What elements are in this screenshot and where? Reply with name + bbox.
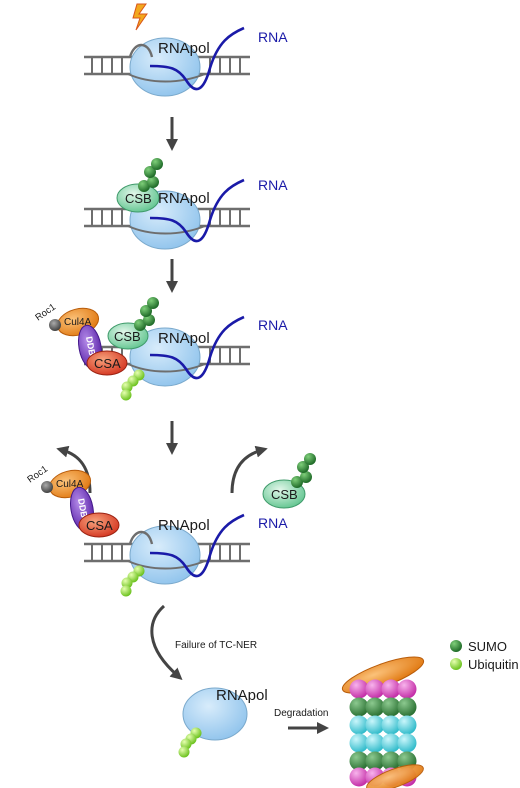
ubiquitin-chain bbox=[178, 727, 202, 758]
csa-label: CSA bbox=[94, 356, 121, 371]
rna-label: RNA bbox=[258, 317, 288, 333]
release-arrow-right bbox=[230, 445, 268, 494]
proteasome bbox=[341, 656, 425, 788]
proteasome-ring-4 bbox=[349, 733, 417, 753]
rna-strand bbox=[149, 315, 245, 380]
rna-label: RNA bbox=[258, 29, 288, 45]
csb-label: CSB bbox=[114, 329, 141, 344]
proteasome-cap-bottom bbox=[366, 764, 424, 788]
rnapol-label: RNApol bbox=[216, 687, 268, 704]
stage-1: RNApol RNA bbox=[84, 3, 288, 97]
cul4a-label: Cul4A bbox=[64, 317, 92, 328]
csb-label: CSB bbox=[271, 487, 298, 502]
proteasome-ring-1 bbox=[349, 679, 417, 699]
sumo-chain bbox=[138, 158, 163, 192]
roc1-protein bbox=[49, 319, 61, 331]
rnapol-blob bbox=[182, 687, 248, 741]
dna-bubble-lower bbox=[127, 73, 206, 83]
csa-label: CSA bbox=[86, 518, 113, 533]
ubiquitin-chain bbox=[120, 369, 145, 401]
rna-strand bbox=[149, 513, 245, 578]
csb-protein bbox=[116, 183, 160, 213]
dna-bubble bbox=[128, 43, 154, 58]
legend: SUMO Ubiquitin bbox=[450, 639, 519, 672]
cul4a-label: Cul4A bbox=[56, 479, 84, 490]
stage-5: RNApol Degradation bbox=[178, 656, 425, 788]
csb-label: CSB bbox=[125, 191, 152, 206]
failure-label: Failure of TC-NER bbox=[175, 640, 257, 651]
proteasome-ring-3 bbox=[349, 715, 417, 735]
proteasome-ring-2 bbox=[349, 697, 417, 717]
release-arrow-left bbox=[56, 445, 92, 494]
rna-strand bbox=[149, 178, 245, 243]
lightning-icon bbox=[132, 3, 148, 31]
rna-strand bbox=[149, 26, 245, 91]
sumo-legend-label: SUMO bbox=[468, 639, 507, 654]
ubiquitin-chain bbox=[120, 565, 145, 597]
stage-3: CSB Cul4A Roc1 DDB1 CSA RNApol RNA bbox=[33, 297, 288, 401]
failure-arrow bbox=[150, 604, 183, 680]
sumo-chain bbox=[291, 453, 316, 488]
stage-4: Cul4A Roc1 DDB1 CSA CSB bbox=[25, 445, 316, 597]
rnapol-label: RNApol bbox=[158, 40, 210, 57]
rnapol-label: RNApol bbox=[158, 330, 210, 347]
roc1-protein bbox=[41, 481, 53, 493]
rna-label: RNA bbox=[258, 515, 288, 531]
rnapol-label: RNApol bbox=[158, 517, 210, 534]
ubiquitin-legend-label: Ubiquitin bbox=[468, 657, 519, 672]
stage-2: CSB RNApol RNA bbox=[84, 158, 288, 250]
rnapol-label: RNApol bbox=[158, 190, 210, 207]
ubiquitin-legend-icon bbox=[450, 658, 462, 670]
sumo-chain bbox=[134, 297, 159, 331]
degradation-label: Degradation bbox=[274, 708, 328, 719]
csa-protein bbox=[78, 512, 120, 538]
csa-protein bbox=[86, 350, 128, 376]
sumo-legend-icon bbox=[450, 640, 462, 652]
rna-label: RNA bbox=[258, 177, 288, 193]
